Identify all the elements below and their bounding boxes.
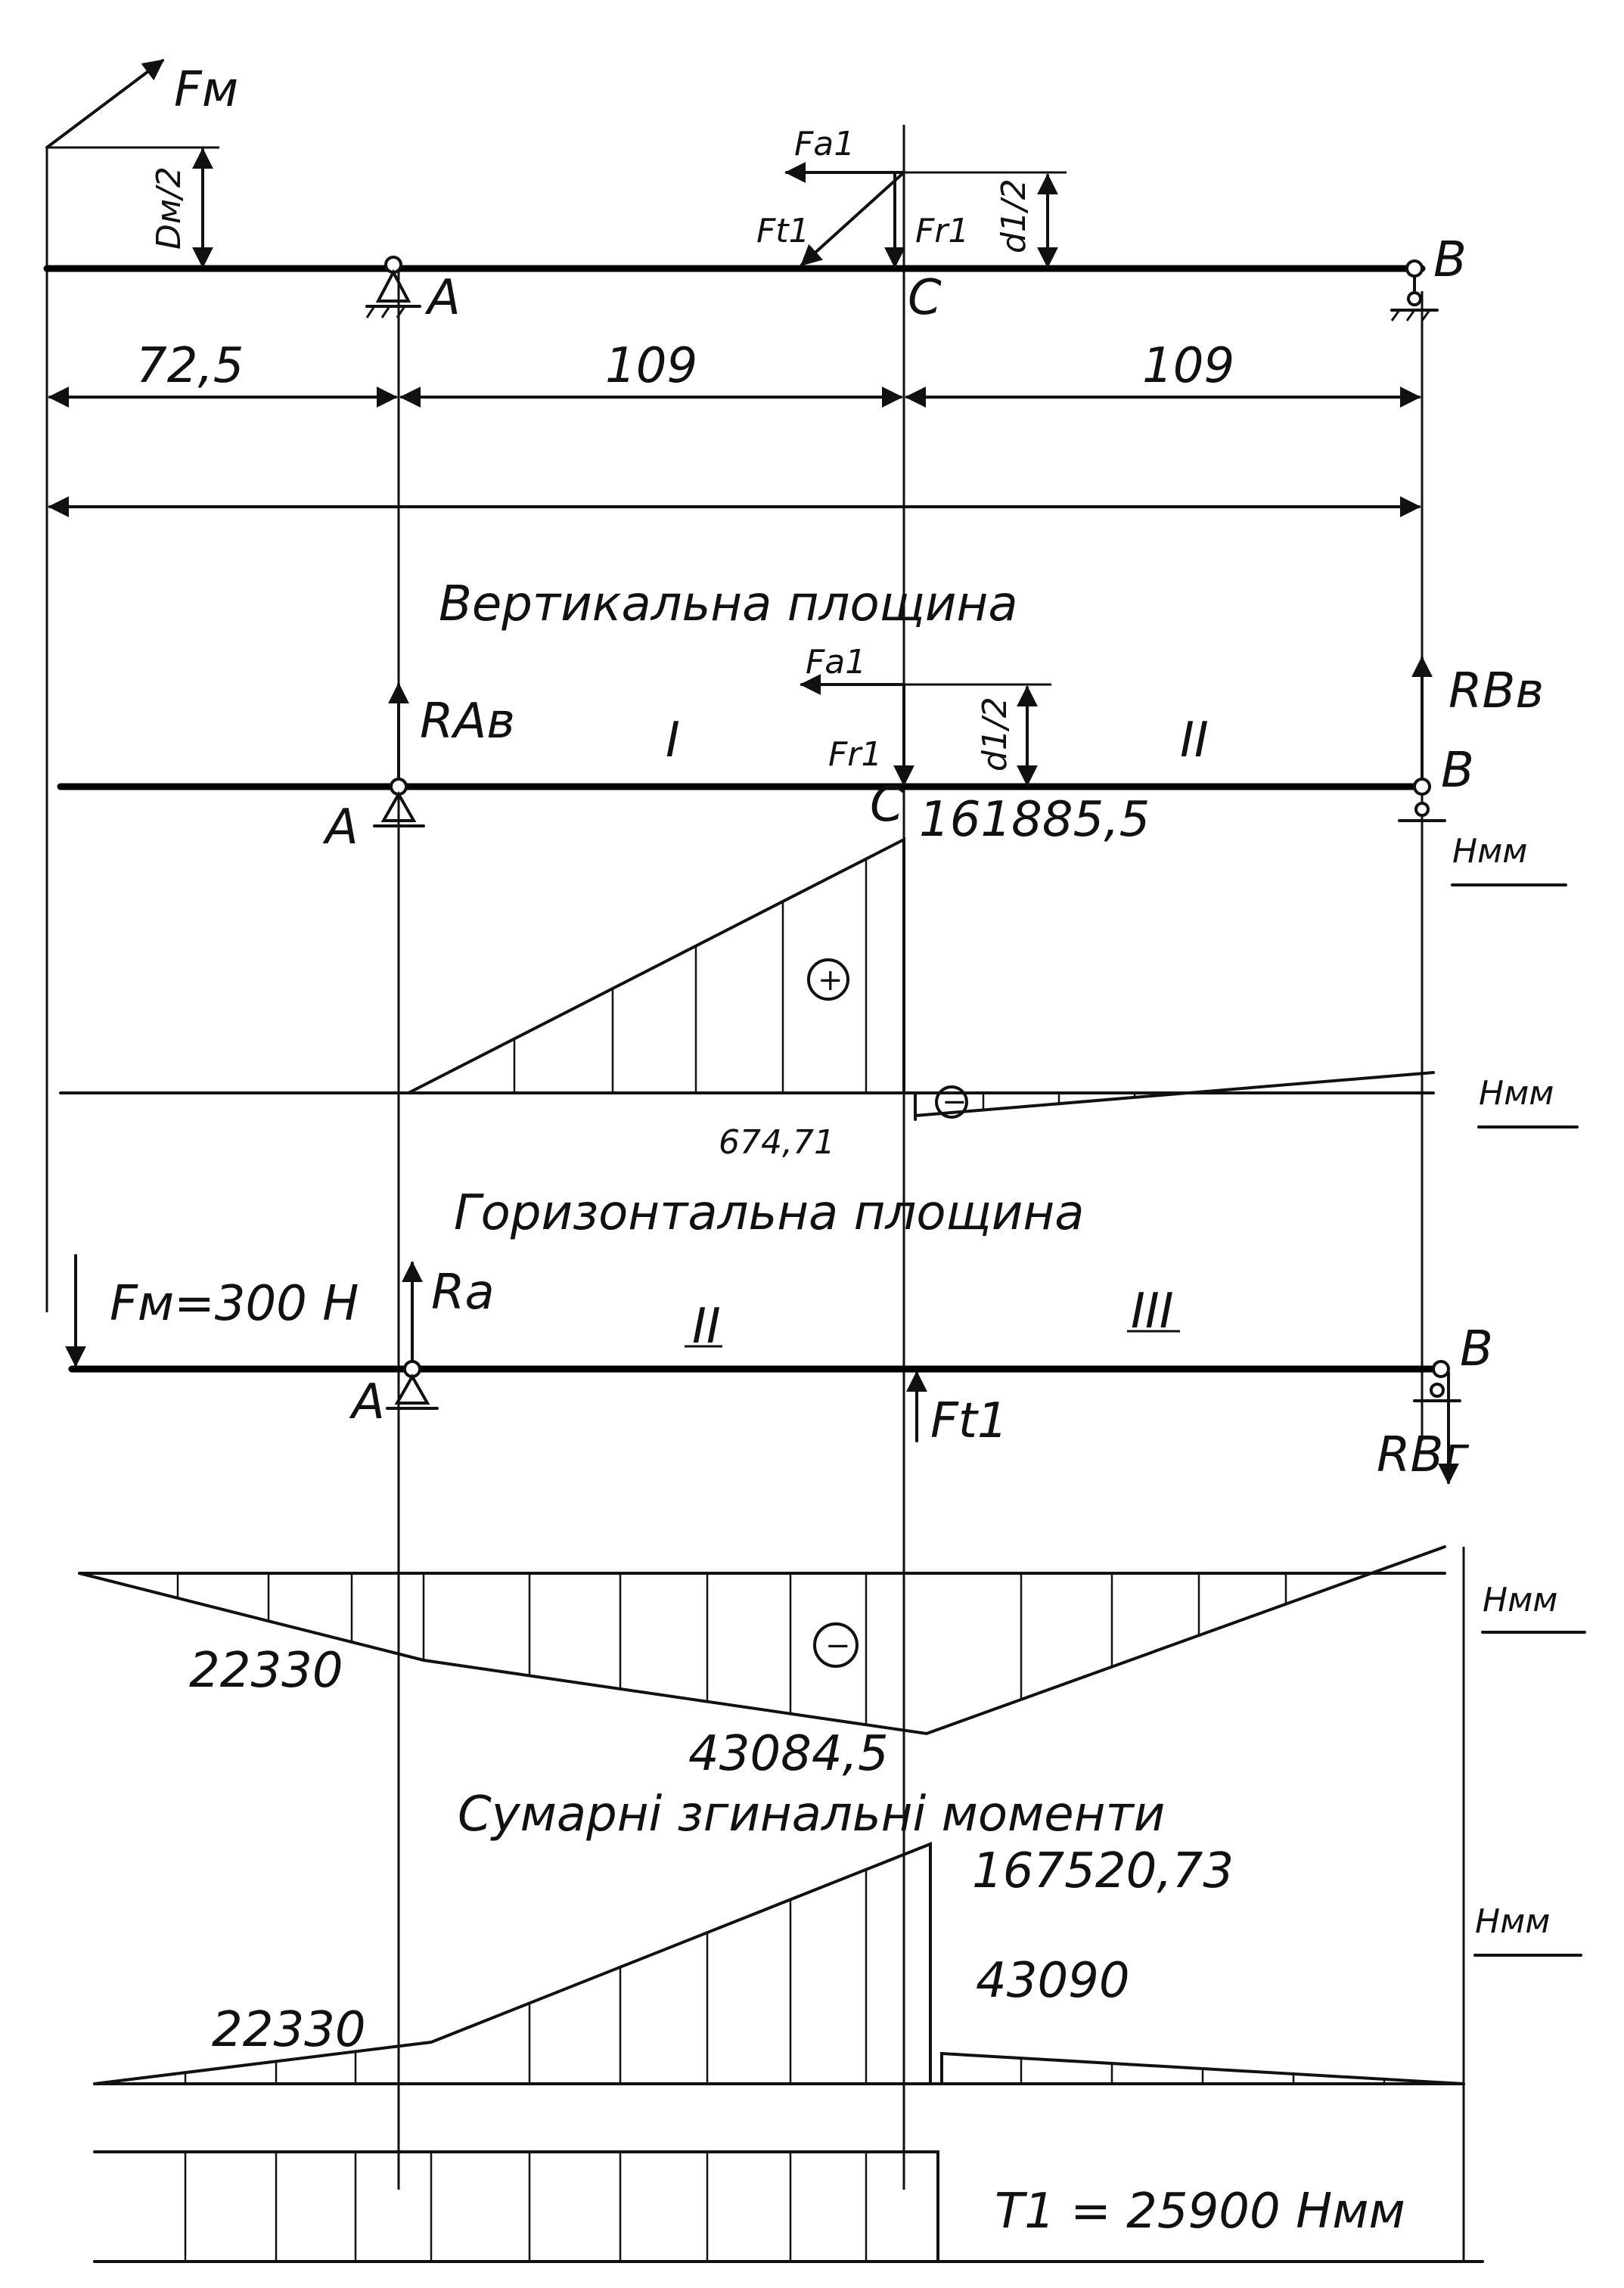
total-moment-left-area xyxy=(93,1842,932,2085)
point-c-label: C xyxy=(908,270,942,326)
horizontal-minus-sign-circle xyxy=(813,1622,859,1668)
torque-area xyxy=(93,2150,939,2263)
torque-hatching xyxy=(184,2152,868,2262)
force-fa1-label: Fa1 xyxy=(794,125,855,163)
total-moment-c-right-label: 43090 xyxy=(976,1953,1130,2009)
total-moment-a-label: 22330 xyxy=(212,2002,366,2058)
horizontal-moment-hatching xyxy=(176,1573,1371,1725)
reaction-rav-label: RAв xyxy=(420,694,515,750)
horizontal-fm-label: Fм=300 Н xyxy=(110,1276,359,1332)
horizontal-support-a xyxy=(386,1360,439,1410)
vertical-support-a xyxy=(373,778,425,827)
vertical-moment-max-label: 161885,5 xyxy=(919,792,1150,848)
dm-label: Dм/2 xyxy=(150,166,188,250)
d1-label: d1/2 xyxy=(995,179,1033,253)
section-i-label: I xyxy=(666,712,680,768)
reaction-rbv-label: RBв xyxy=(1449,663,1544,719)
horizontal-plane: Горизонтальна площина Fм=300 Н Ra Ft1 RB… xyxy=(65,1185,1586,1782)
vertical-unit-1: Нмм xyxy=(1452,832,1527,871)
vertical-support-b xyxy=(1398,778,1446,822)
vertical-plus-sign: + xyxy=(818,963,843,998)
force-fr1-label: Fr1 xyxy=(915,212,969,250)
point-a-label: A xyxy=(424,270,461,326)
support-a xyxy=(365,256,421,318)
vertical-plane: Вертикальна площина RAв RBв Fa1 Fr1 d1/2… xyxy=(57,576,1579,1162)
total-moment-right-area xyxy=(940,2051,1465,2085)
vertical-point-c-label: C xyxy=(870,777,904,833)
total-moment-hatching xyxy=(184,1870,1386,2084)
force-ft1-arrow xyxy=(800,171,905,266)
horizontal-moment-c-label: 43084,5 xyxy=(688,1726,889,1782)
horizontal-unit: Нмм xyxy=(1483,1581,1557,1619)
total-moments: Сумарні згинальні моменти 22330 167520,7… xyxy=(93,1547,1582,2263)
horizontal-plane-title: Горизонтальна площина xyxy=(454,1185,1084,1241)
reaction-rbg-label: RBг xyxy=(1377,1427,1469,1483)
total-moment-c-left-label: 167520,73 xyxy=(972,1843,1234,1899)
horizontal-minus-sign: − xyxy=(825,1628,851,1663)
vertical-plus-sign-circle xyxy=(807,958,849,1001)
total-moments-title: Сумарні згинальні моменти xyxy=(458,1787,1165,1843)
horizontal-moment-area xyxy=(78,1545,1446,1736)
horizontal-support-b xyxy=(1413,1360,1461,1402)
support-b xyxy=(1390,259,1439,321)
vertical-minus-sign-circle xyxy=(935,1085,968,1119)
vertical-point-b-label: B xyxy=(1441,743,1474,799)
vertical-moment-hatching xyxy=(513,859,1136,1110)
dimension-1-label: 72,5 xyxy=(136,338,244,394)
vertical-unit-2: Нмм xyxy=(1479,1074,1554,1113)
force-fm-label: Fм xyxy=(174,62,238,118)
point-b-label: B xyxy=(1433,232,1467,288)
vertical-fa1-label: Fa1 xyxy=(806,643,866,681)
horizontal-point-a-label: A xyxy=(349,1374,385,1430)
vertical-minus-sign: − xyxy=(942,1085,967,1119)
force-ft1-label: Ft1 xyxy=(756,212,810,250)
vertical-moment-negative-area xyxy=(914,1071,1435,1117)
horizontal-moment-a-label: 22330 xyxy=(189,1643,343,1699)
vertical-fr1-label: Fr1 xyxy=(828,735,882,774)
reaction-ra-label: Ra xyxy=(431,1265,495,1321)
shaft-scheme: Fм Dм/2 Fa1 Ft1 Fr1 d1/2 A C B xyxy=(43,59,1467,2190)
section-ii-label: II xyxy=(1180,712,1209,768)
vertical-point-a-label: A xyxy=(322,799,359,855)
force-fm-arrow xyxy=(45,59,165,149)
vertical-plane-title: Вертикальна площина xyxy=(439,576,1018,632)
vertical-moment-right-label: 674,71 xyxy=(719,1123,835,1162)
vertical-d1-label: d1/2 xyxy=(976,697,1014,771)
total-unit: Нмм xyxy=(1475,1902,1550,1941)
horizontal-ft1-label: Ft1 xyxy=(930,1393,1008,1449)
dimension-3-label: 109 xyxy=(1142,338,1234,394)
horizontal-point-b-label: B xyxy=(1460,1321,1493,1377)
vertical-moment-positive-area xyxy=(407,837,905,1094)
torque-label: T1 = 25900 Нмм xyxy=(995,2184,1405,2240)
dimension-2-label: 109 xyxy=(605,338,697,394)
